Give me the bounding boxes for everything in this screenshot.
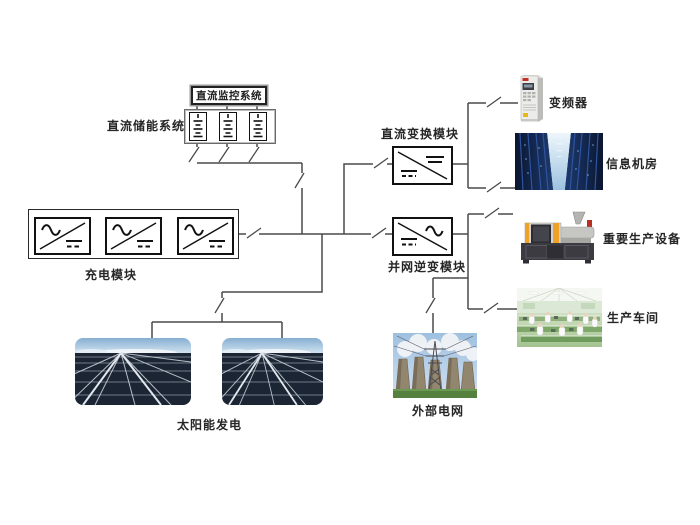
- charge-module-box: [28, 209, 239, 259]
- solar-array-photo-1: [75, 338, 191, 405]
- workshop-label: 生产车间: [607, 311, 660, 325]
- workshop-photo: [517, 288, 602, 347]
- dc-monitor-box: 直流监控系统: [191, 86, 267, 105]
- external-grid-photo: [393, 333, 477, 398]
- acdc-converter-icon: [105, 217, 162, 255]
- acdc-converter-icon: [177, 217, 234, 255]
- battery-icon: [249, 112, 267, 141]
- production-equipment-label: 重要生产设备: [603, 232, 682, 246]
- dc-monitor-label: 直流监控系统: [196, 90, 262, 102]
- battery-icon: [219, 112, 237, 141]
- grid-inverter-box: [392, 217, 453, 256]
- acdc-converter-icon: [34, 217, 91, 255]
- charge-module-label: 充电模块: [85, 268, 138, 282]
- grid-inverter-label: 并网逆变模块: [388, 260, 467, 274]
- production-equipment-photo: [513, 208, 601, 267]
- solar-label: 太阳能发电: [177, 418, 243, 432]
- dc-converter-box: [392, 146, 453, 185]
- vfd-label: 变频器: [549, 96, 589, 110]
- vfd-photo: [518, 72, 546, 123]
- battery-bank: [184, 109, 276, 144]
- server-room-photo: [515, 133, 603, 190]
- external-grid-label: 外部电网: [412, 404, 465, 418]
- solar-array-photo-2: [222, 338, 323, 405]
- dc-converter-label: 直流变换模块: [381, 127, 460, 141]
- server-room-label: 信息机房: [606, 157, 659, 171]
- battery-icon: [189, 112, 207, 141]
- dc-storage-label: 直流储能系统: [107, 119, 186, 133]
